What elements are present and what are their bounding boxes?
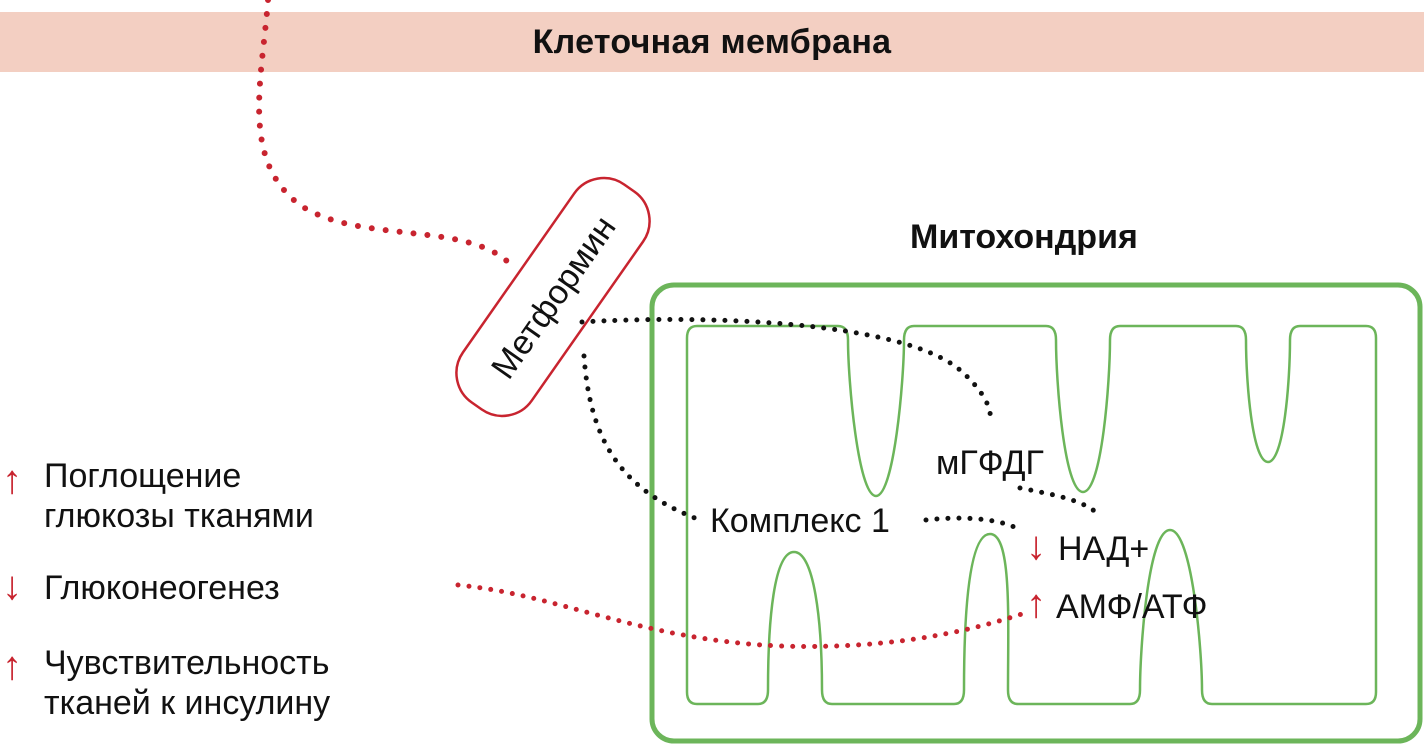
complex1-label: Комплекс 1	[710, 502, 890, 540]
effect-gluconeogenesis-line1: Глюконеогенез	[44, 569, 280, 607]
effect-gluconeogenesis-arrow-icon: ↓	[2, 564, 22, 608]
mgpd-to-nad-path	[1017, 485, 1103, 519]
effect-insulin-sensitivity-arrow-icon: ↑	[2, 644, 22, 688]
metformin-entry-path	[256, 0, 515, 269]
nad-label: НАД+	[1058, 530, 1150, 568]
complex1-to-nad-path	[923, 515, 1023, 533]
effect-glucose-uptake-line2: глюкозы тканями	[44, 497, 314, 535]
effect-glucose-uptake: Поглощение глюкозы тканями	[44, 456, 314, 536]
cell-membrane-band: Клеточная мембрана	[0, 12, 1424, 72]
effect-insulin-sensitivity-line1: Чувствительность	[44, 644, 330, 682]
mgpd-label: мГФДГ	[936, 444, 1044, 482]
effect-insulin-sensitivity-line2: тканей к инсулину	[44, 684, 331, 722]
mitochondrion-outer-membrane	[649, 282, 1423, 744]
ampk-gluconeogenesis-path	[455, 582, 1031, 649]
effect-gluconeogenesis: Глюконеогенез	[44, 568, 280, 608]
metformin-to-complex1-path	[581, 353, 703, 523]
effect-glucose-uptake-arrow-icon: ↑	[2, 458, 22, 502]
metformin-capsule: Метформин	[455, 176, 651, 418]
effect-insulin-sensitivity: Чувствительность тканей к инсулину	[44, 643, 330, 723]
metformin-to-mgpd-path	[579, 317, 993, 423]
amp-atp-up-arrow-icon: ↑	[1026, 582, 1046, 626]
amp-atp-ratio-label: АМФ/АТФ	[1056, 588, 1208, 626]
effect-glucose-uptake-line1: Поглощение	[44, 457, 242, 495]
nad-down-arrow-icon: ↓	[1026, 524, 1046, 568]
mitochondrion-title: Митохондрия	[910, 218, 1138, 256]
mitochondrion-inner-membrane	[685, 324, 1378, 706]
cell-membrane-label: Клеточная мембрана	[532, 22, 892, 61]
